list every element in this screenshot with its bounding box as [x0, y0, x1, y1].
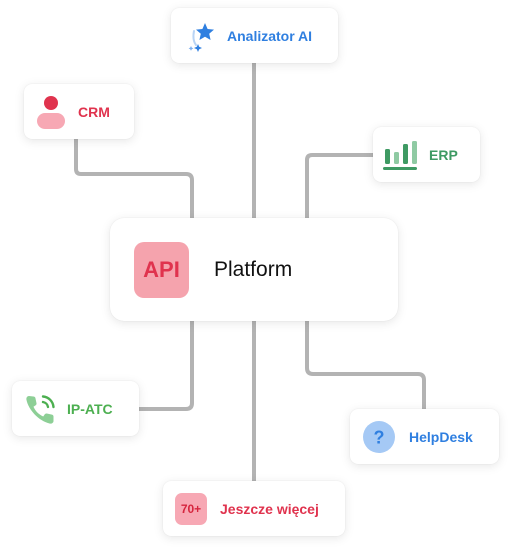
count-badge: 70+ — [175, 492, 207, 525]
connector-crm — [74, 137, 194, 222]
connector-ipatc — [137, 318, 194, 411]
node-analizator-ai-label: Analizator AI — [227, 27, 313, 44]
node-crm[interactable]: CRM — [24, 84, 134, 139]
node-more-label: Jeszcze więcej — [220, 500, 319, 517]
bar-chart-icon — [383, 138, 417, 172]
platform-label: Platform — [214, 257, 293, 281]
node-ip-atc[interactable]: IP-ATC — [12, 381, 139, 436]
node-erp-label: ERP — [429, 146, 458, 163]
connector-erp — [305, 153, 375, 222]
node-helpdesk[interactable]: ? HelpDesk — [350, 409, 499, 464]
connector-helpdesk — [305, 318, 426, 411]
node-crm-label: CRM — [78, 103, 110, 120]
node-analizator-ai[interactable]: Analizator AI — [171, 8, 338, 63]
question-icon: ? — [362, 420, 396, 454]
platform-card[interactable]: API Platform — [110, 218, 398, 321]
node-ip-atc-label: IP-ATC — [67, 400, 113, 417]
node-helpdesk-label: HelpDesk — [409, 428, 473, 445]
api-badge: API — [134, 241, 189, 298]
sparkle-star-icon — [185, 20, 217, 52]
node-more-integrations[interactable]: 70+ Jeszcze więcej — [163, 481, 345, 536]
svg-text:?: ? — [374, 427, 385, 447]
node-erp[interactable]: ERP — [373, 127, 480, 182]
user-icon — [36, 95, 66, 129]
phone-ringing-icon — [24, 392, 58, 426]
